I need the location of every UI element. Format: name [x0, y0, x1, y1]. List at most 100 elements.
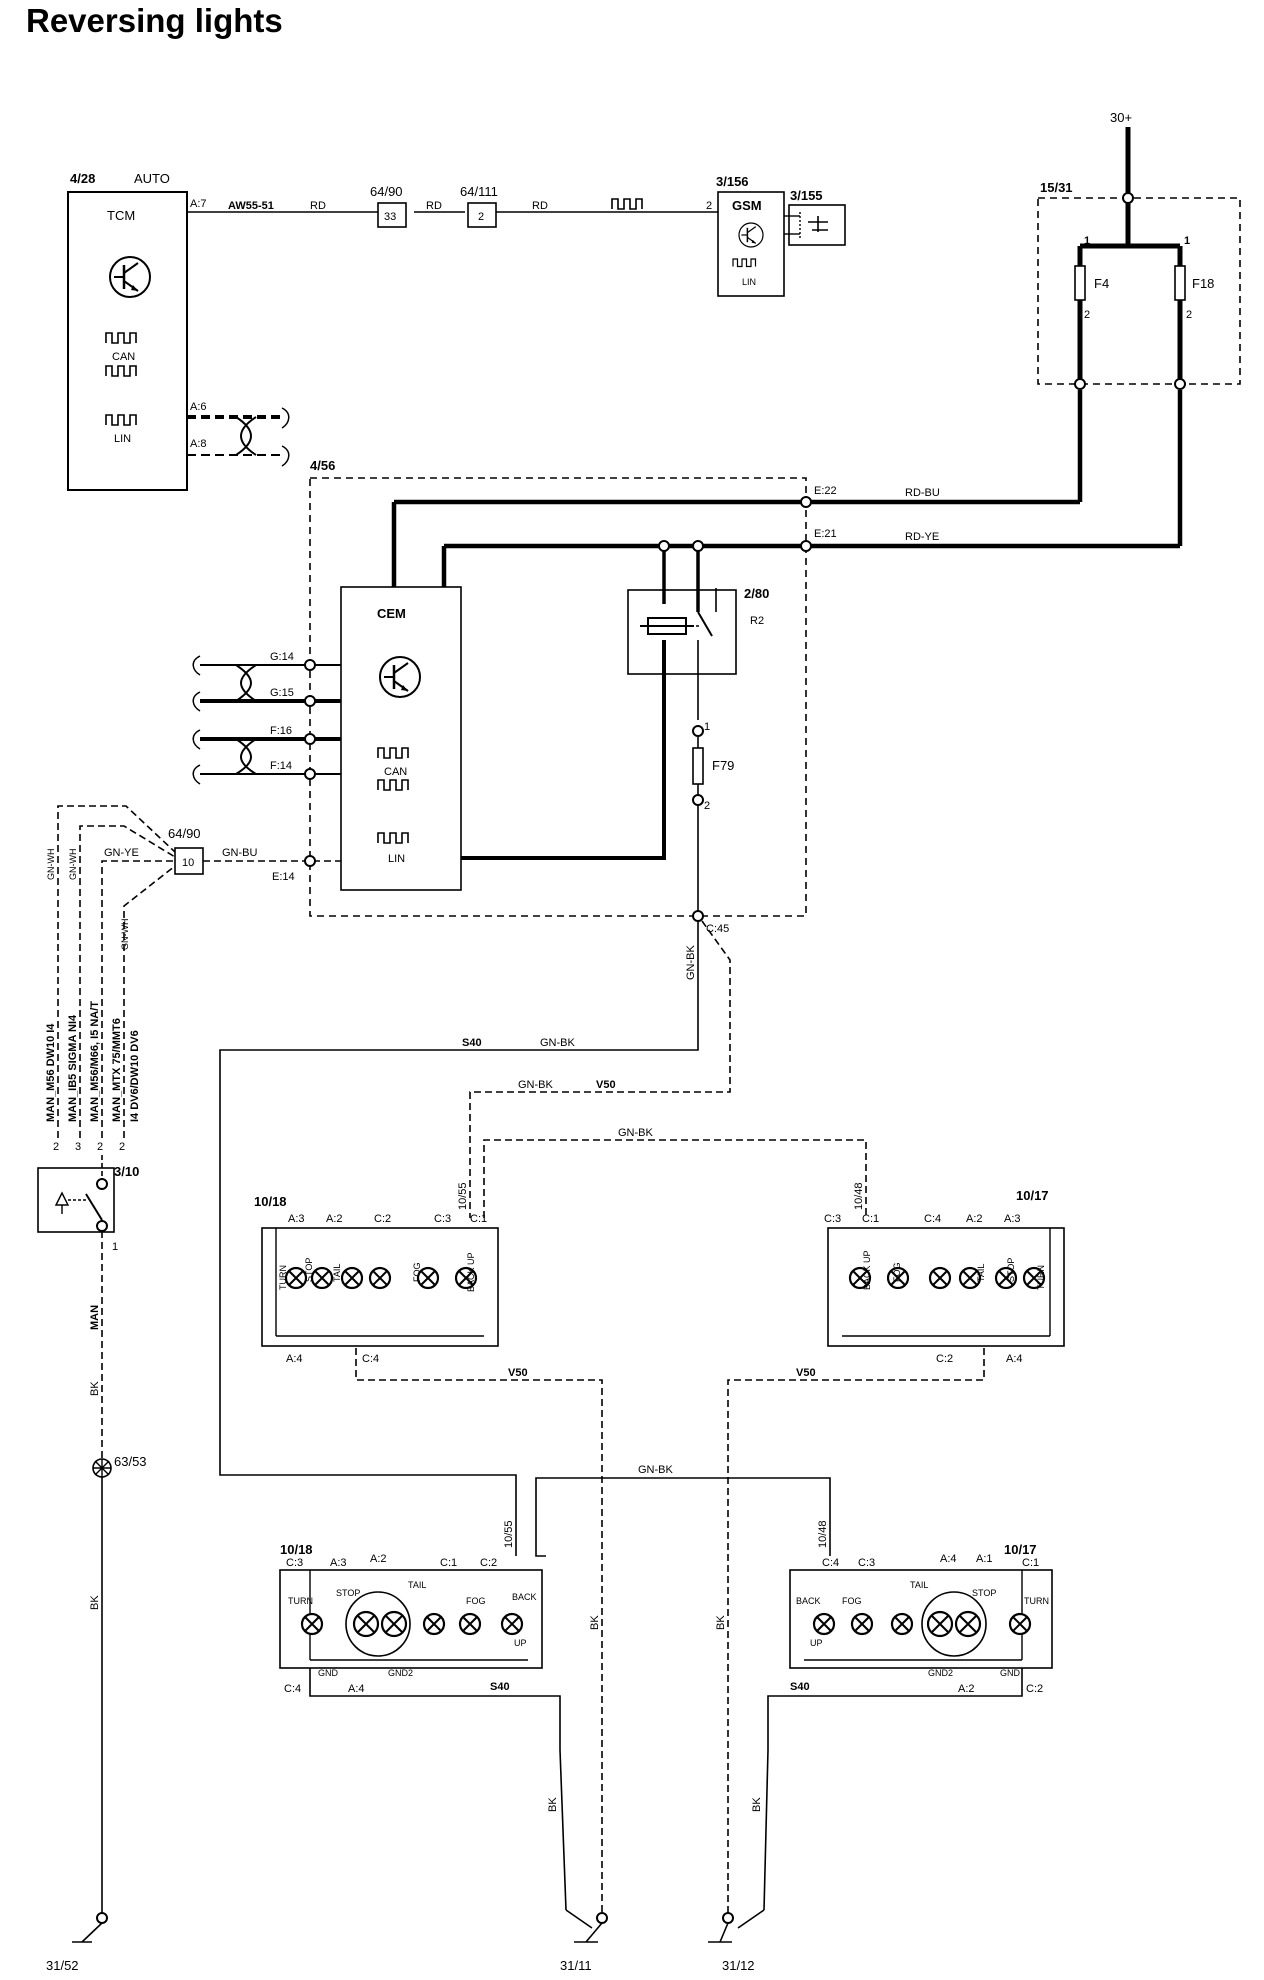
pin-e14: E:14 [272, 871, 295, 883]
wire-rd-1: RD [310, 200, 326, 212]
pin-c3: C:3 [824, 1213, 841, 1225]
lin-pulse-icon [105, 414, 137, 426]
lamp-up: UP [514, 1638, 527, 1648]
lamp-turn: TURN [1036, 1265, 1046, 1290]
lamp-tail: TAIL [408, 1580, 426, 1590]
tcm-variant: AUTO [134, 171, 170, 186]
pin-a4: A:4 [348, 1683, 365, 1695]
cem-lin: LIN [388, 853, 405, 865]
lin-pulse-icon [732, 258, 757, 268]
s40-ground-returns: S40 BK S40 BK [309, 1668, 1023, 1911]
fusebox-id: 15/31 [1040, 180, 1073, 195]
ground-31-11: 31/11 [560, 1958, 592, 1973]
lamp-id: 10/18 [280, 1542, 313, 1557]
ground-31-52: 31/52 [46, 1958, 79, 1973]
gsm-id: 3/156 [716, 174, 749, 189]
switch-id: 3/10 [114, 1164, 139, 1179]
lamp-fog: FOG [466, 1596, 486, 1606]
relay-name: R2 [750, 615, 764, 627]
fuse-f4: F4 [1094, 276, 1109, 291]
pin-g15: G:15 [270, 687, 294, 699]
pin-c2: C:2 [936, 1353, 953, 1365]
ground-31-12: 31/12 [708, 1909, 765, 1973]
pin-a4: A:4 [286, 1353, 303, 1365]
lamp-back: BACK [512, 1592, 537, 1602]
ref-1048: 10/48 [817, 1520, 829, 1548]
wire-man: MAN [89, 1305, 101, 1330]
ground-63-53: 63/53 BK 31/52 [46, 1454, 147, 1973]
ground-id: 63/53 [114, 1454, 147, 1469]
pin-c4: C:4 [822, 1557, 839, 1569]
wire-v50: V50 [796, 1367, 816, 1379]
wire-tcm-gsm: AW55-51 RD RD RD [187, 198, 718, 213]
pin-c2: C:2 [1026, 1683, 1043, 1695]
lamp-stop: STOP [972, 1588, 996, 1598]
cem-box-id: 4/56 [310, 458, 335, 473]
lamp-tail: TAIL [910, 1580, 928, 1590]
ref-1055: 10/55 [503, 1520, 515, 1548]
wire-gn-bu: GN-BU [222, 847, 258, 859]
tcm-lin: LIN [114, 433, 131, 445]
lamp-id: 10/18 [254, 1194, 287, 1209]
switch-3-155: 3/155 [784, 188, 846, 246]
pin-c4: C:4 [362, 1353, 379, 1365]
variant-pin: 2 [119, 1141, 125, 1153]
pin-c4: C:4 [284, 1683, 301, 1695]
wire-gn-bk: GN-BK [685, 945, 697, 981]
pin-f14: F:14 [270, 760, 292, 772]
lamp-gnd2: GND2 [928, 1668, 953, 1678]
connector-64-90-mid: 10 64/90 E:14 GN-BU GN-YE [104, 826, 341, 883]
wire-gn-bk: GN-BK [618, 1127, 654, 1139]
lamp-turn: TURN [288, 1596, 313, 1606]
lamp-v50-right: 10/17 BACK UP FOG TAIL STOP TURN C:3 C:1… [824, 1188, 1065, 1365]
relay-id: 2/80 [744, 586, 769, 601]
pin-c3: C:3 [286, 1557, 303, 1569]
lamp-gnd: GND [1000, 1668, 1021, 1678]
lamp-stop: STOP [1006, 1258, 1016, 1282]
variant-pin: 2 [53, 1141, 59, 1153]
fuse-box-15-31: 15/31 30+ F4 F18 1 1 2 2 [1037, 110, 1241, 390]
v50-labels: GN-BK V50 GN-BK 10/55 10/48 V50 V50 BK B… [457, 1079, 865, 1630]
tcm-pin-a8: A:8 [190, 438, 207, 450]
pin-c3: C:3 [858, 1557, 875, 1569]
wire-rd-bu: RD-BU [905, 487, 940, 499]
gsm-lin: LIN [742, 277, 756, 287]
gsm-name: GSM [732, 198, 762, 213]
f79-name: F79 [712, 758, 734, 773]
relay-2-80: 2/80 R2 [461, 540, 769, 860]
variant-label: MAN_MTX 75/MMT6 [111, 1018, 123, 1122]
wire-gn-wh: GN-WH [120, 919, 130, 951]
conn-id: 64/111 [460, 184, 498, 199]
switch-3-10: 3/10 1 MAN BK [37, 1155, 139, 1458]
wire-rd-3: RD [532, 200, 548, 212]
wire-gn-bk: GN-BK [540, 1037, 576, 1049]
tcm-id: 4/28 [70, 171, 95, 186]
pin-a4: A:4 [940, 1553, 957, 1565]
fuse-pin: 1 [1084, 235, 1090, 247]
wire-gn-bk: GN-BK [518, 1079, 554, 1091]
wire-s40: S40 [490, 1681, 510, 1693]
gsm-module: 3/156 GSM 2 LIN [706, 174, 785, 297]
lamp-tail: TAIL [332, 1264, 342, 1282]
wire-bk: BK [547, 1797, 559, 1812]
lin-pulse-icon [611, 198, 643, 210]
sw-id: 3/155 [790, 188, 823, 203]
lamp-up: UP [810, 1638, 823, 1648]
variant-pin: 2 [97, 1141, 103, 1153]
pin-a4: A:4 [1006, 1353, 1023, 1365]
conn-id: 64/90 [168, 826, 201, 841]
fuse-f79: F79 1 2 C:45 [692, 721, 734, 935]
pin-c2: C:2 [374, 1213, 391, 1225]
transistor-icon [738, 222, 764, 248]
lamp-s40-right: 10/17 BACK UP FOG TAIL STOP TURN GND2 GN… [789, 1542, 1053, 1695]
wire-s40: S40 [790, 1681, 810, 1693]
supply-label: 30+ [1110, 110, 1132, 125]
wire-gn-wh: GN-WH [46, 849, 56, 881]
lamp-id: 10/17 [1016, 1188, 1049, 1203]
variant-pin: 3 [75, 1141, 81, 1153]
wire-rd-2: RD [426, 200, 442, 212]
pin-e21: E:21 [814, 528, 837, 540]
pin-c1: C:1 [470, 1213, 487, 1225]
variant-label: MAN_IB5 SIGMA NI4 [67, 1014, 79, 1122]
can-pulse-icon [105, 332, 137, 344]
